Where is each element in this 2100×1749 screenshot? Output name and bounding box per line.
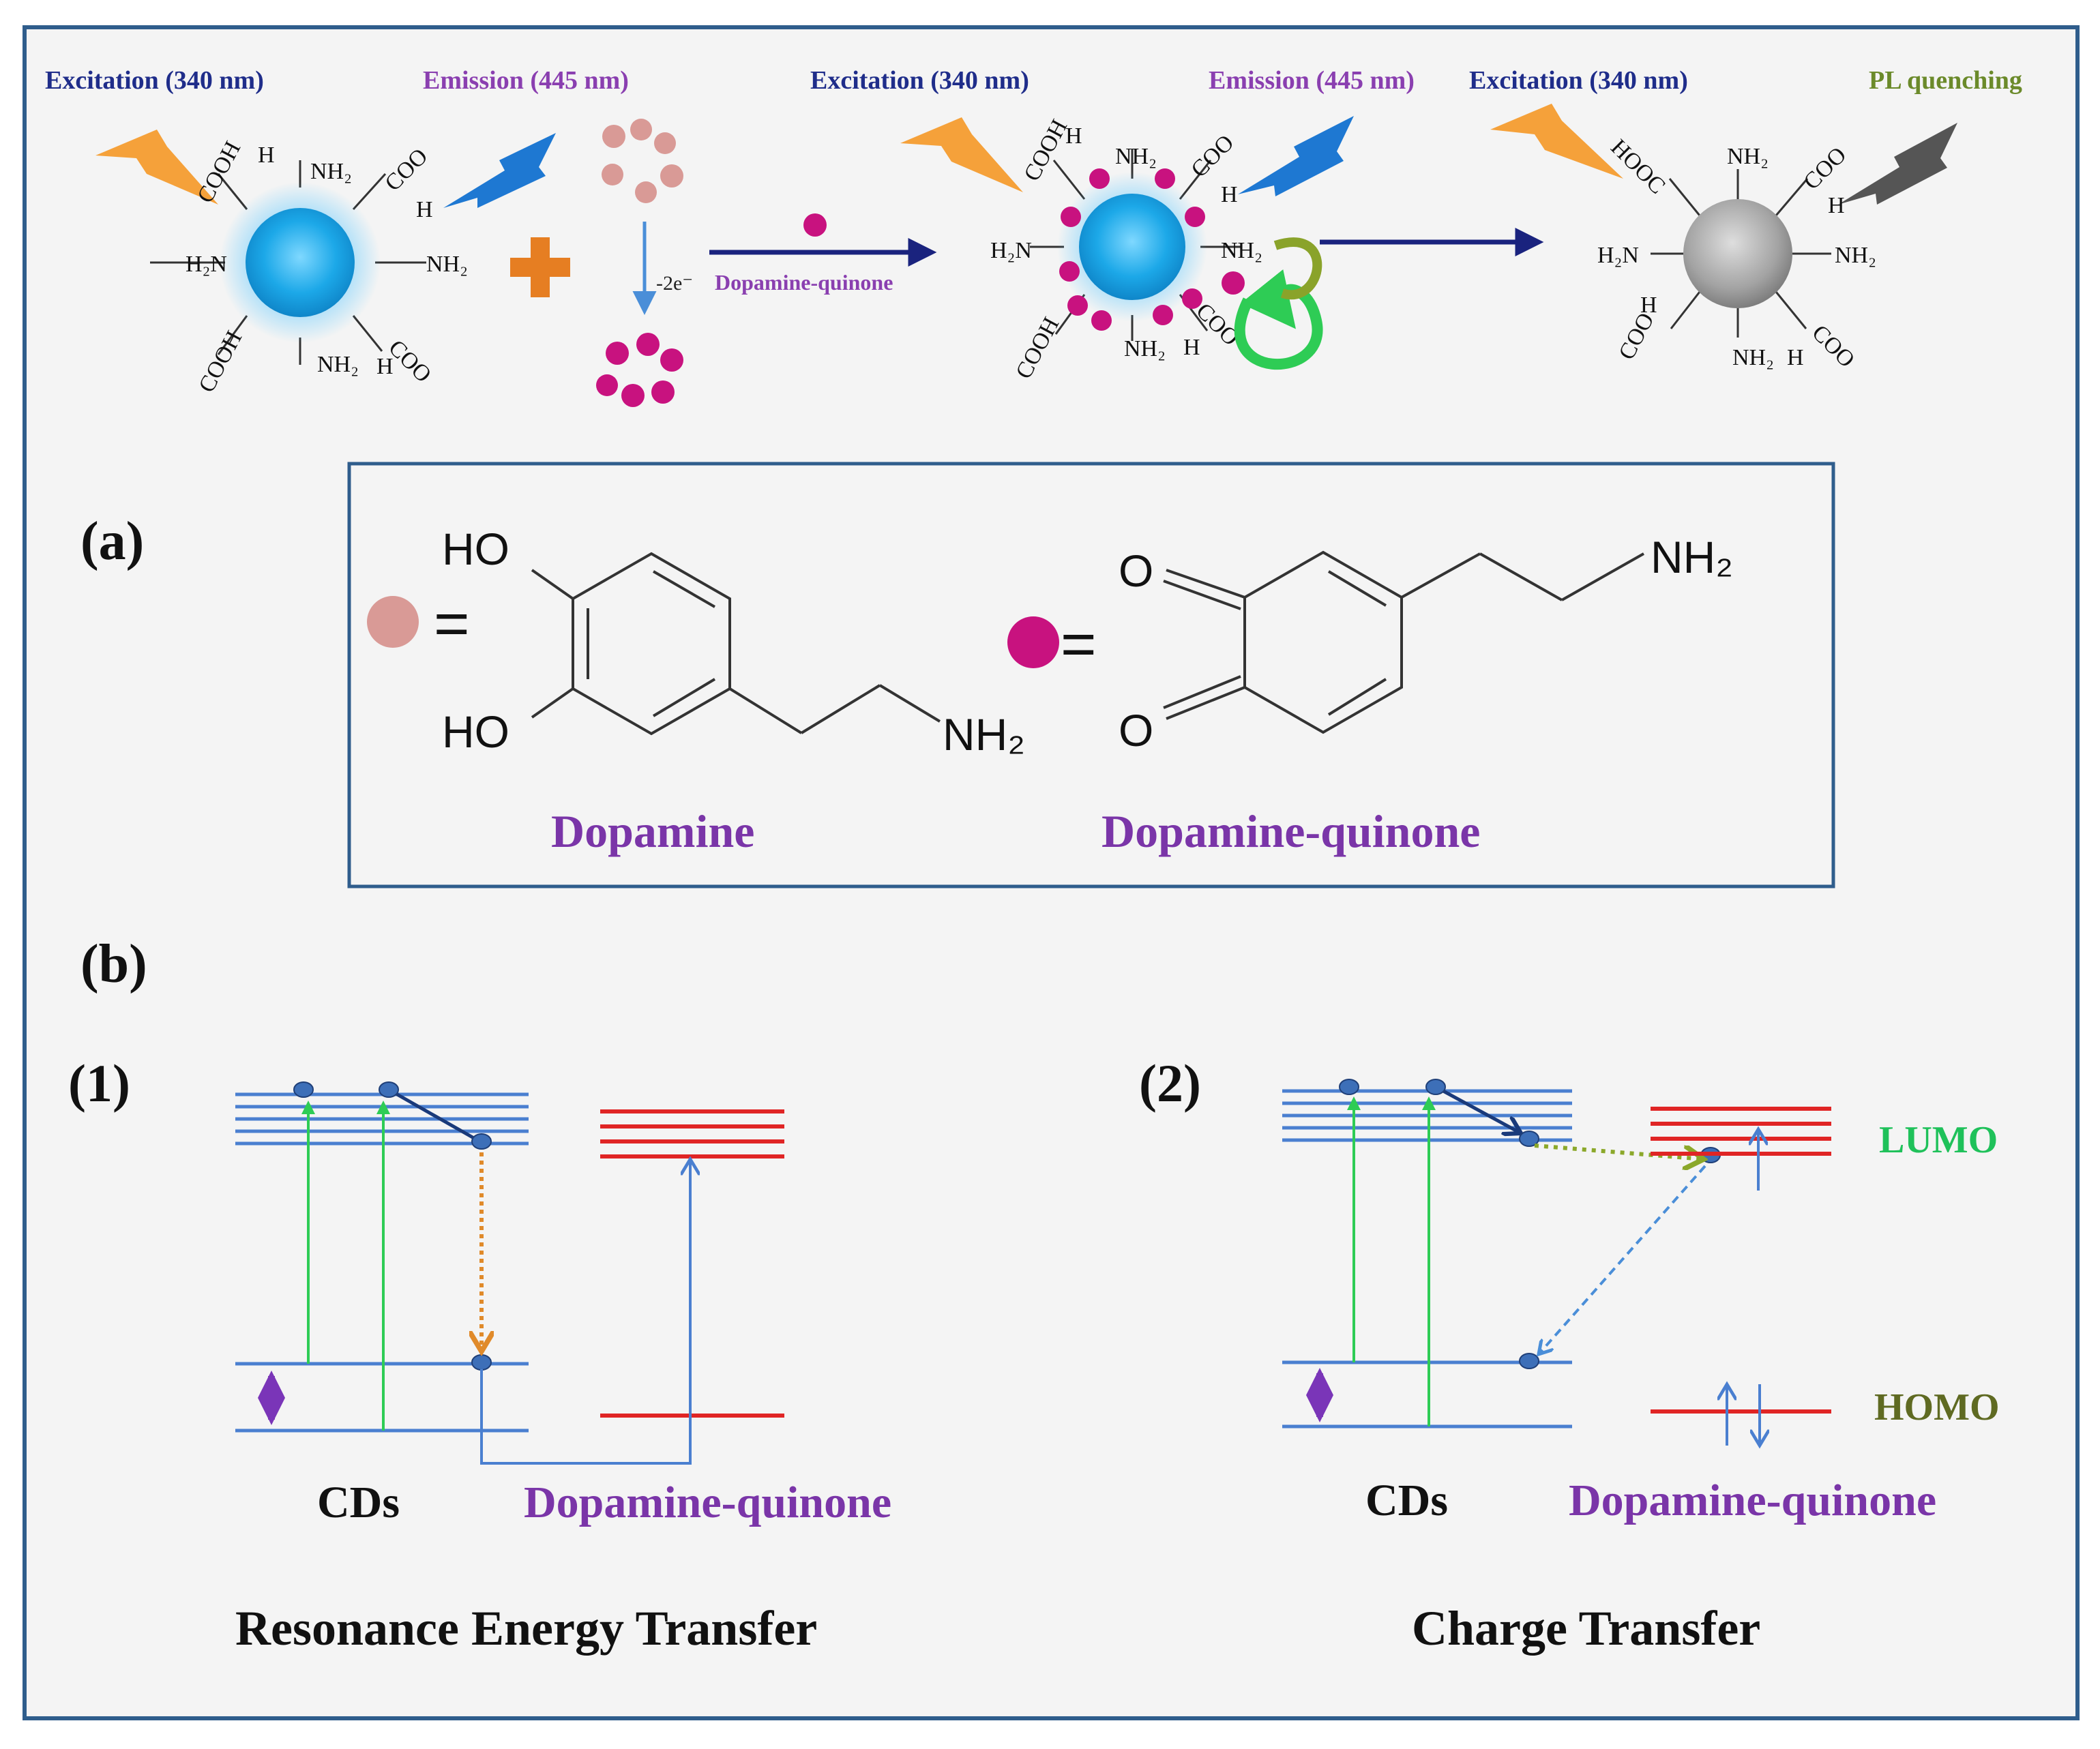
part1-acceptor-label: Dopamine-quinone <box>524 1478 891 1527</box>
dopamine-oh-label: HO <box>442 524 509 574</box>
lumo-label: LUMO <box>1879 1119 1998 1161</box>
stage2-emission-label: Emission (445 nm) <box>1209 66 1415 95</box>
group-label: H <box>258 143 275 168</box>
homo-label: HOMO <box>1874 1386 2000 1429</box>
quinone-dot-icon <box>803 213 827 237</box>
dopamine-structure <box>531 552 941 736</box>
part1-cds-label: CDs <box>317 1478 400 1527</box>
group-label: H <box>1221 182 1238 207</box>
group-label: NH₂ <box>310 159 352 184</box>
quinone-oxygen-label: O <box>1119 545 1153 596</box>
dopamine-quinone-molecules <box>596 333 683 407</box>
quinone-dot-icon <box>1007 616 1059 668</box>
dopamine-molecules <box>602 119 683 203</box>
arrow-label: Dopamine-quinone <box>715 270 893 295</box>
plus-icon <box>510 237 570 297</box>
dopamine-dot-icon <box>367 596 419 648</box>
group-label: NH₂ <box>1115 144 1157 169</box>
group-label: H₂N <box>1597 243 1639 268</box>
group-label: NH₂ <box>1732 345 1774 370</box>
oxidation-label: -2e⁻ <box>656 272 693 295</box>
group-label: NH₂ <box>426 252 468 277</box>
electron-icon <box>293 1081 492 1371</box>
group-label: NH₂ <box>1727 144 1769 169</box>
group-label: H <box>416 197 433 222</box>
carbon-dot-fluorescent <box>150 160 426 365</box>
emission-bolt-icon <box>443 133 556 208</box>
stage1-emission-label: Emission (445 nm) <box>423 66 629 95</box>
part2-acceptor-label: Dopamine-quinone <box>1569 1476 1936 1525</box>
panel-a-label: (a) <box>80 511 144 571</box>
excitation-bolt-icon <box>900 117 1023 192</box>
excitation-bolt-icon <box>1490 104 1623 179</box>
excitation-transitions <box>301 1101 390 1431</box>
group-label: H₂N <box>990 238 1032 263</box>
carbon-dot-with-quinone <box>1030 149 1245 341</box>
panel-b-label: (b) <box>80 934 147 994</box>
carbon-dot-quenched <box>1651 169 1831 338</box>
group-label: NH₂ <box>1835 243 1876 268</box>
energy-transfer-curl-icon <box>1273 237 1322 300</box>
back-transfer-dashed-arrow <box>1539 1165 1706 1354</box>
group-label: H₂N <box>186 252 227 277</box>
quinone-oxygen-label: O <box>1119 705 1153 756</box>
dopamine-caption: Dopamine <box>551 805 754 857</box>
group-label: H <box>1640 293 1657 318</box>
dopamine-quinone-structure <box>1163 550 1644 734</box>
group-label: NH₂ <box>1124 336 1166 361</box>
excitation-bolt-icon <box>95 130 218 205</box>
part1-label: (1) <box>68 1053 130 1113</box>
part2-label: (2) <box>1139 1053 1201 1113</box>
quinone-caption: Dopamine-quinone <box>1101 805 1480 857</box>
excitation-transitions <box>1347 1096 1436 1426</box>
group-label: H <box>376 354 394 379</box>
emission-bolt-icon <box>1238 116 1354 196</box>
quenching-bolt-icon <box>1838 123 1957 205</box>
stage1-excitation-label: Excitation (340 nm) <box>45 66 264 95</box>
spin-arrows-icon <box>1727 1129 1760 1446</box>
quinone-energy-levels <box>1651 1107 1831 1414</box>
equals-sign: = <box>1061 610 1097 678</box>
stage3-quenching-label: PL quenching <box>1869 66 2022 95</box>
group-label: H <box>1065 123 1082 149</box>
structures-box <box>347 462 1835 888</box>
part2-cds-label: CDs <box>1365 1476 1448 1525</box>
relaxation-line <box>1434 1085 1521 1133</box>
group-label: NH₂ <box>317 352 359 377</box>
group-label: H <box>1828 193 1845 218</box>
group-label: H <box>1183 335 1200 360</box>
relaxation-line <box>387 1088 479 1142</box>
dopamine-oh-label: HO <box>442 706 509 757</box>
part1-title: Resonance Energy Transfer <box>235 1601 817 1656</box>
group-label: H <box>1787 345 1804 370</box>
equals-sign: = <box>434 590 470 658</box>
stage3-excitation-label: Excitation (340 nm) <box>1469 66 1688 95</box>
fret-path <box>480 1159 690 1465</box>
outer-frame <box>23 25 2080 1720</box>
dopamine-nh2-label: NH₂ <box>943 709 1025 760</box>
group-label: NH₂ <box>1221 238 1262 263</box>
stage2-excitation-label: Excitation (340 nm) <box>810 66 1029 95</box>
electron-icon <box>1339 1079 1721 1369</box>
part2-title: Charge Transfer <box>1412 1601 1760 1656</box>
quinone-nh2-label: NH₂ <box>1651 532 1733 582</box>
